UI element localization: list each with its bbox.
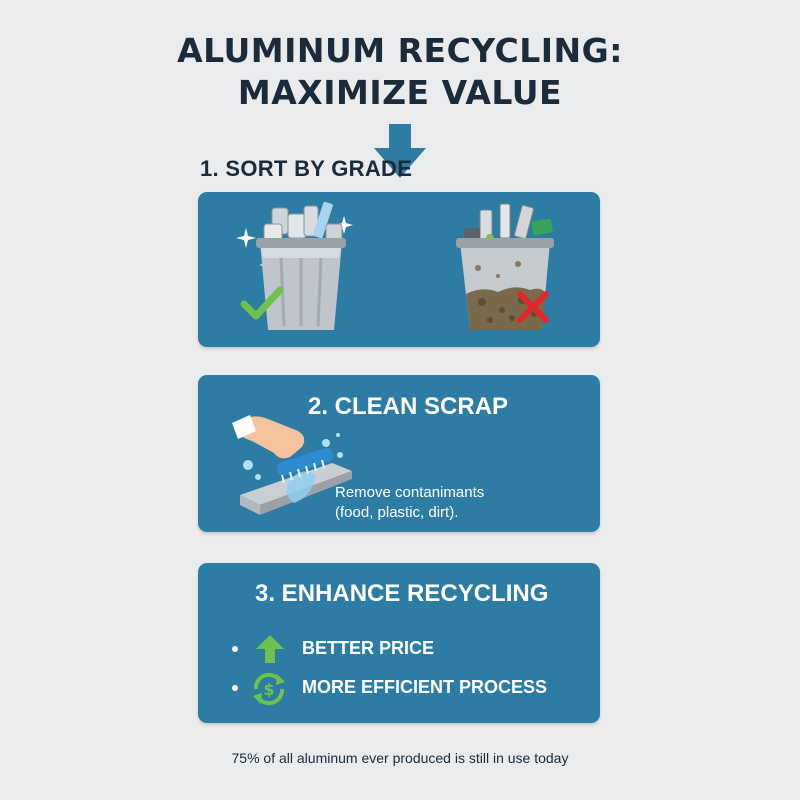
dollar-cycle-icon: $	[250, 670, 288, 708]
step-3-title: 3. ENHANCE RECYCLING	[255, 580, 549, 607]
better-price-text: BETTER PRICE	[302, 638, 435, 658]
down-arrow-icon	[370, 124, 430, 180]
clean-scrap-description: Remove contanimants (food, plastic, dirt…	[335, 483, 484, 523]
svg-text:$: $	[263, 680, 274, 699]
up-arrow-icon	[254, 633, 286, 665]
description-line-1: Remove contanimants	[335, 484, 485, 501]
footer-fact: 75% of all aluminum ever produced is sti…	[231, 750, 569, 766]
step-1-label: 1. SORT BY GRADE	[200, 156, 413, 181]
sort-by-grade-card	[198, 192, 600, 347]
title-line-1: ALUMINUM RECYCLING:	[177, 31, 623, 70]
bullet-dot	[232, 685, 238, 691]
clean-bin-icon	[236, 198, 366, 340]
scrubbing-hand-icon	[228, 405, 360, 523]
dirty-bin-icon	[442, 198, 572, 340]
clean-scrap-card: 2. CLEAN SCRAP	[198, 375, 600, 532]
step-2-title: 2. CLEAN SCRAP	[308, 393, 509, 420]
description-line-2: (food, plastic, dirt).	[335, 504, 459, 521]
page-title: ALUMINUM RECYCLING: MAXIMIZE VALUE	[0, 30, 800, 114]
efficient-process-text: MORE EFFICIENT PROCESS	[302, 677, 548, 697]
title-line-2: MAXIMIZE VALUE	[237, 73, 563, 112]
bullet-dot	[232, 646, 238, 652]
enhance-recycling-card: 3. ENHANCE RECYCLING BETTER PRICE $ MORE…	[198, 563, 600, 723]
